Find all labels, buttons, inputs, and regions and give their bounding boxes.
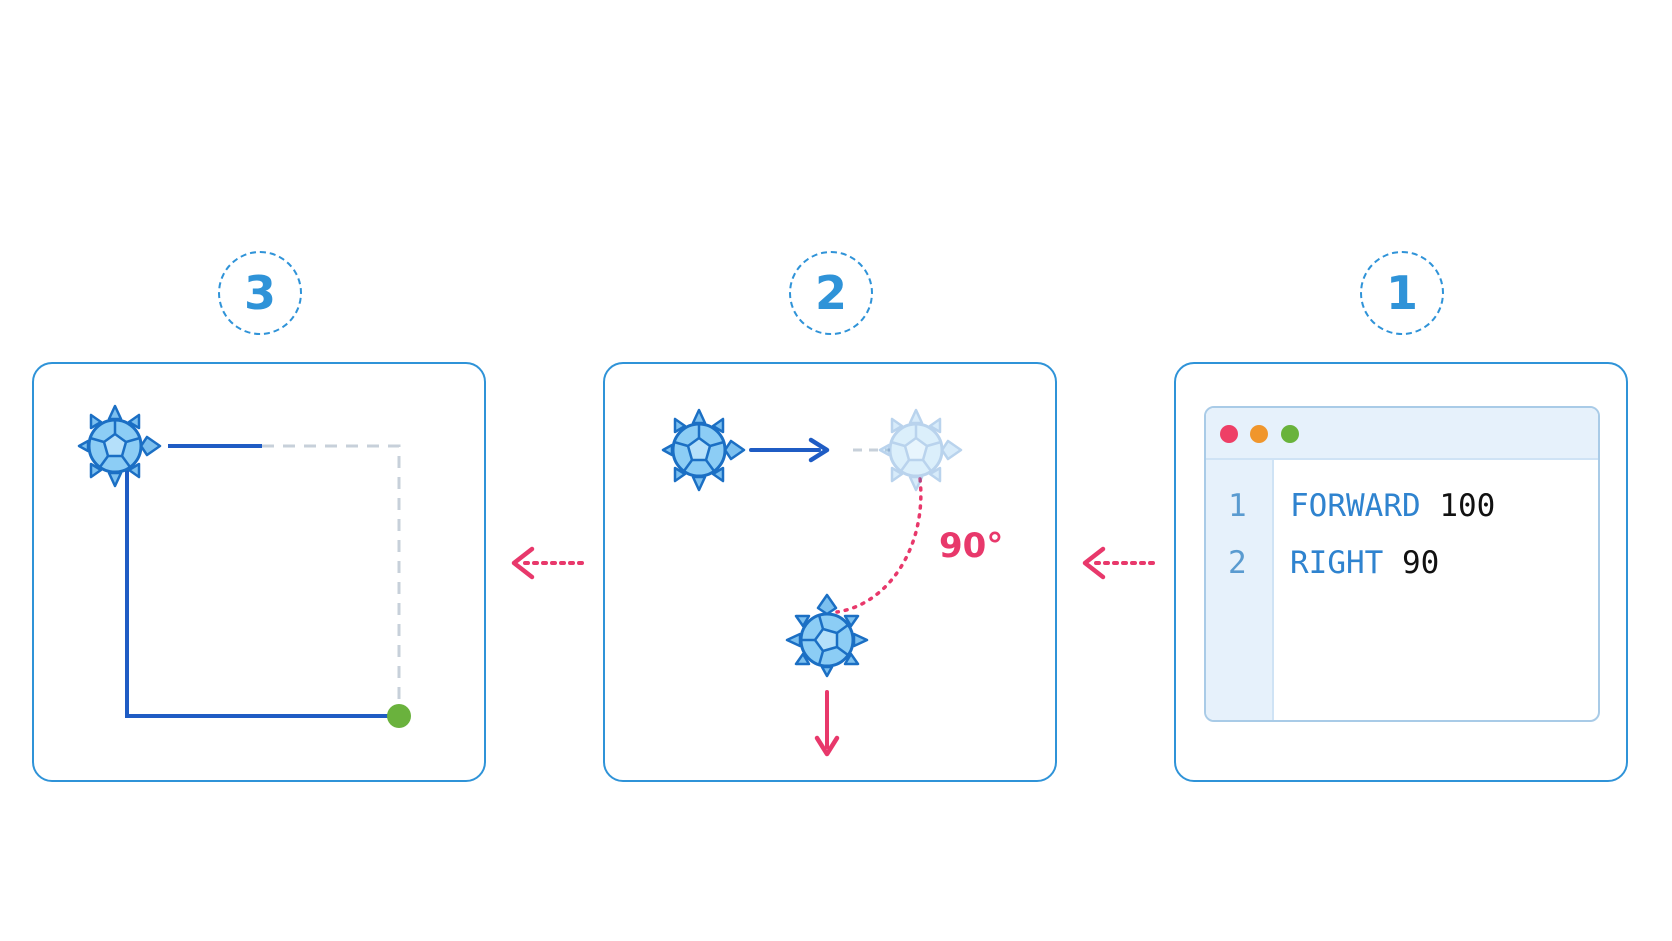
square-path-canvas <box>77 404 411 728</box>
close-window-button[interactable] <box>1220 425 1238 443</box>
step-3-number: 3 <box>243 266 276 320</box>
future-path-dashed <box>262 444 401 716</box>
angle-label: 90° <box>939 526 1004 566</box>
code-argument: 100 <box>1439 488 1496 524</box>
arrow-left-icon <box>511 546 584 580</box>
step-3-panel <box>32 362 486 782</box>
code-statement: FORWARD 100 <box>1290 484 1495 528</box>
line-number: 2 <box>1228 545 1247 581</box>
code-statement: RIGHT 90 <box>1290 541 1439 585</box>
step-1-number: 1 <box>1385 266 1418 320</box>
step-1-panel: 1 FORWARD 100 2 RIGHT 90 <box>1174 362 1628 782</box>
turtle-ghost-icon <box>878 408 963 492</box>
turn-arc <box>835 477 923 614</box>
step-2-number: 2 <box>814 266 847 320</box>
editor-titlebar <box>1206 408 1598 460</box>
step-3-badge: 3 <box>218 251 302 335</box>
code-line[interactable]: 1 FORWARD 100 <box>1206 484 1598 528</box>
code-line[interactable]: 2 RIGHT 90 <box>1206 541 1598 585</box>
turtle-icon <box>77 404 162 488</box>
code-keyword: FORWARD <box>1290 488 1421 524</box>
line-number: 1 <box>1228 488 1247 524</box>
turn-canvas <box>661 408 963 757</box>
end-point-dot <box>387 704 411 728</box>
line-number-gutter <box>1206 460 1274 720</box>
step-1-badge: 1 <box>1360 251 1444 335</box>
arrow-left-icon <box>1082 546 1155 580</box>
turtle-icon <box>661 408 746 492</box>
code-editor-window: 1 FORWARD 100 2 RIGHT 90 <box>1204 406 1600 722</box>
step-2-panel: 90° <box>603 362 1057 782</box>
arrow-down-icon <box>814 735 840 757</box>
step-2-badge: 2 <box>789 251 873 335</box>
code-keyword: RIGHT <box>1290 545 1384 581</box>
arrow-right-icon <box>808 437 830 463</box>
code-argument: 90 <box>1402 545 1440 581</box>
maximize-window-button[interactable] <box>1281 425 1299 443</box>
drawn-path-left-bottom <box>125 446 399 718</box>
minimize-window-button[interactable] <box>1250 425 1268 443</box>
